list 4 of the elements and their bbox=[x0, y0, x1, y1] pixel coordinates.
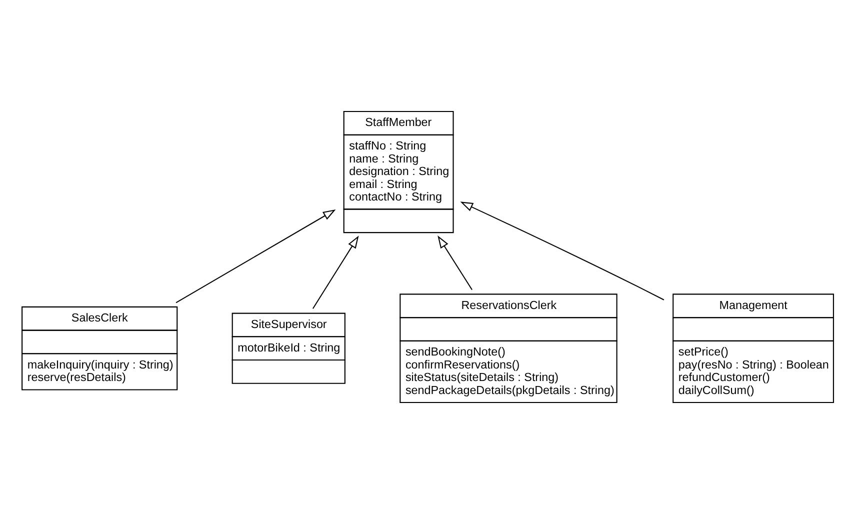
arrow bbox=[460, 201, 664, 300]
arrow bbox=[437, 235, 472, 290]
arrow bbox=[312, 235, 358, 308]
arrow bbox=[175, 208, 336, 303]
